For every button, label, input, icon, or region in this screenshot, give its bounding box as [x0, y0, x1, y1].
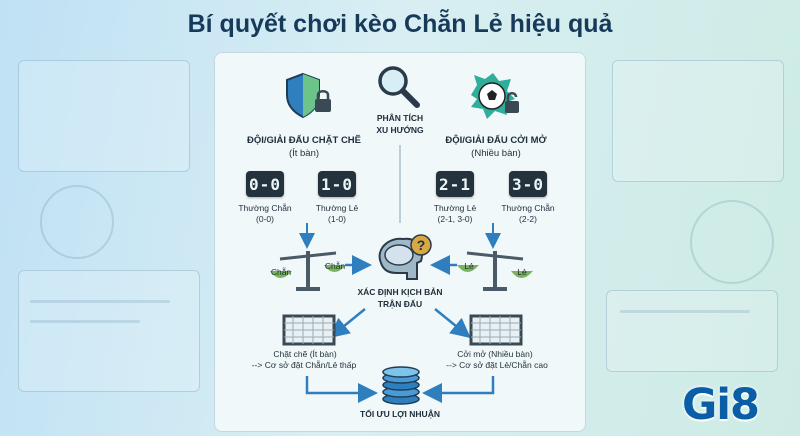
- background-line: [620, 310, 750, 313]
- left-team-heading: ĐỘI/GIẢI ĐẤU CHẶT CHẼ: [247, 135, 361, 146]
- center-label-line2: TRẬN ĐẤU: [377, 299, 423, 309]
- center-label-line1: XÁC ĐỊNH KỊCH BẢN: [357, 287, 443, 297]
- coin-stack-icon: [382, 366, 420, 405]
- left-team-subheading: (Ít bàn): [288, 148, 320, 159]
- soccer-ball-unlock-icon: [471, 73, 519, 119]
- background-panel: [18, 60, 190, 172]
- score-caption: (2-2): [519, 214, 537, 224]
- flow-arrows: [299, 145, 501, 403]
- analysis-label-line1: PHÂN TÍCH: [376, 113, 424, 123]
- scale-label: Lẻ: [517, 267, 527, 277]
- brain-question-icon: ?: [378, 234, 432, 280]
- scale-label: Lẻ: [464, 261, 474, 271]
- result-label: TỐI ƯU LỢI NHUẬN: [360, 409, 440, 419]
- shield-lock-icon: [286, 72, 331, 119]
- background-line: [30, 320, 140, 323]
- balance-scale-icon: [457, 251, 533, 291]
- right-outcome-line2: --> Cơ sở đặt Lẻ/Chẵn cao: [446, 360, 548, 370]
- scale-label: Chẵn: [270, 267, 292, 277]
- analysis-label-line2: XU HƯỚNG: [376, 125, 424, 135]
- right-team-heading: ĐỘI/GIẢI ĐẤU CỞI MỞ: [445, 135, 547, 146]
- goal-net-icon: [469, 314, 523, 346]
- right-outcome-line1: Cởi mở (Nhiều bàn): [457, 349, 533, 359]
- score-caption: Thường Lẻ: [433, 203, 477, 213]
- magnifier-icon: [378, 66, 420, 108]
- background-gauge: [690, 200, 774, 284]
- svg-text:?: ?: [417, 237, 426, 253]
- score-caption: (1-0): [328, 214, 346, 224]
- brand-logo: Gi8: [682, 380, 760, 430]
- background-line: [30, 300, 170, 303]
- scoreboard: 1-0: [318, 171, 356, 197]
- score-caption: (2-1, 3-0): [437, 214, 473, 224]
- right-team-subheading: (Nhiều bàn): [471, 148, 521, 159]
- scoreboard: 3-0: [509, 171, 547, 197]
- scoreboard: 0-0: [246, 171, 284, 197]
- score-caption: Thường Lẻ: [315, 203, 359, 213]
- score-caption: Thường Chẵn: [501, 203, 555, 213]
- infographic-card: PHÂN TÍCH XU HƯỚNG ĐỘI/GIẢI ĐẤU CHẶT CHẼ…: [214, 52, 586, 432]
- left-outcome-line2: --> Cơ sở đặt Chẵn/Lẻ thấp: [251, 360, 357, 370]
- left-outcome-line1: Chặt chẽ (Ít bàn): [273, 349, 337, 359]
- background-panel: [606, 290, 778, 372]
- background-panel: [612, 60, 784, 182]
- scale-label: Chẵn: [324, 261, 346, 271]
- background-panel: [18, 270, 200, 392]
- score-caption: Thường Chẵn: [238, 203, 292, 213]
- background-gauge: [40, 185, 114, 259]
- page-title: Bí quyết chơi kèo Chẵn Lẻ hiệu quả: [187, 10, 613, 38]
- balance-scale-icon: [270, 251, 346, 291]
- score-caption: (0-0): [256, 214, 274, 224]
- scoreboard: 2-1: [436, 171, 474, 197]
- goal-net-icon: [282, 314, 336, 346]
